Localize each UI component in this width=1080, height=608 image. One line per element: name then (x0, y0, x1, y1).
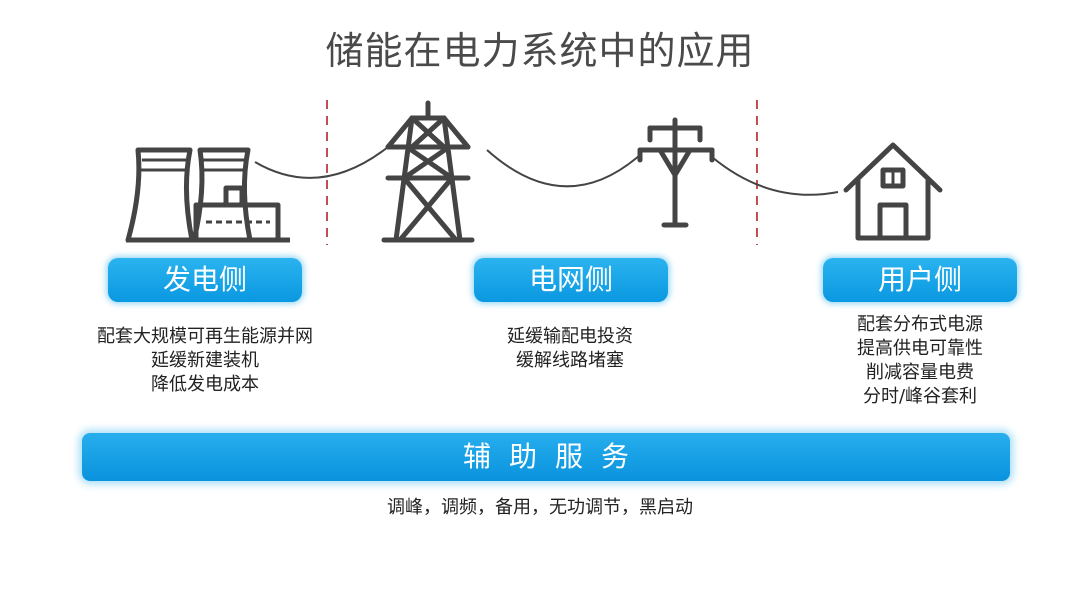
section-desc-generation: 配套大规模可再生能源并网 延缓新建装机 降低发电成本 (60, 325, 350, 397)
utility-pole-icon (637, 117, 715, 228)
ancillary-service-bar: 辅助服务 (82, 433, 1010, 481)
section-desc-item: 降低发电成本 (151, 374, 259, 395)
section-desc-item: 削减容量电费 (866, 362, 974, 383)
power-line-wires (254, 146, 839, 196)
section-label-user: 用户侧 (823, 258, 1017, 302)
house-icon (843, 142, 943, 241)
section-label-generation: 发电侧 (108, 258, 302, 302)
page-title: 储能在电力系统中的应用 (325, 29, 755, 73)
section-desc-item: 延缓新建装机 (151, 350, 259, 371)
section-desc-item: 分时/峰谷套利 (862, 386, 978, 407)
power-plant-icon (125, 147, 290, 243)
section-desc-item: 缓解线路堵塞 (516, 350, 624, 371)
section-label-grid: 电网侧 (474, 258, 668, 302)
section-desc-user: 配套分布式电源 提高供电可靠性 削减容量电费 分时/峰谷套利 (810, 313, 1030, 409)
transmission-tower-icon (381, 100, 475, 243)
section-desc-item: 配套分布式电源 (857, 314, 983, 335)
section-desc-item: 配套大规模可再生能源并网 (97, 326, 313, 347)
section-desc-grid: 延缓输配电投资 缓解线路堵塞 (440, 325, 700, 373)
section-desc-item: 提高供电可靠性 (857, 338, 983, 359)
ancillary-service-detail: 调峰，调频，备用，无功调节，黑启动 (387, 497, 693, 518)
section-desc-item: 延缓输配电投资 (507, 326, 633, 347)
